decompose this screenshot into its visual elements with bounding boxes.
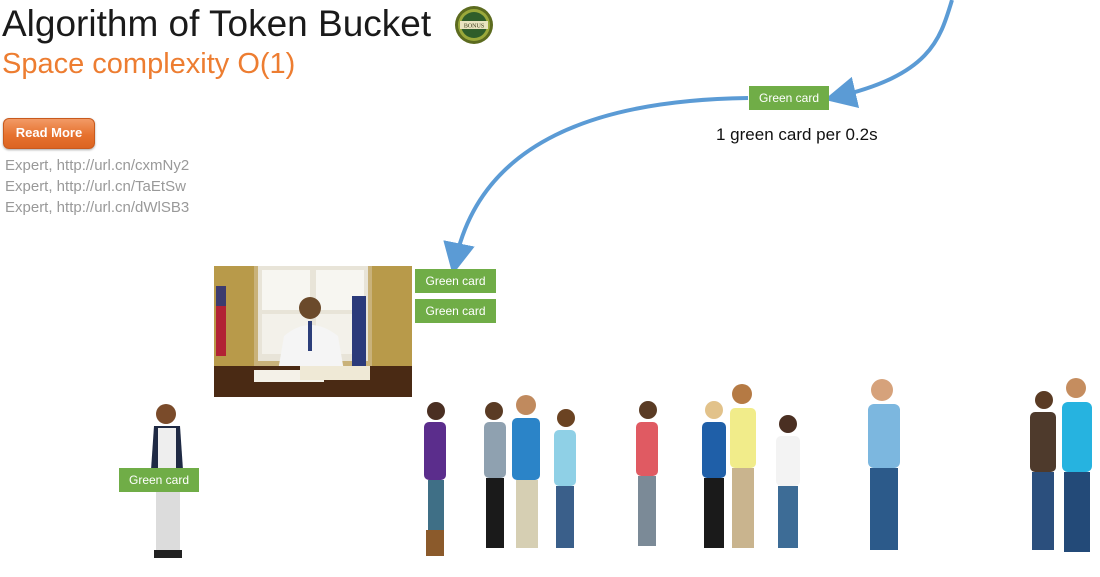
person-blue-shirt [512, 395, 540, 548]
read-more-button[interactable]: Read More [3, 118, 95, 149]
slide-title: Algorithm of Token Bucket [2, 3, 432, 44]
person-coral-top [636, 401, 658, 546]
green-card-held: Green card [119, 468, 199, 492]
bonus-badge-icon: BONUS [455, 6, 493, 44]
arrow-into-bucket [824, 0, 954, 109]
green-card-token-bucket-1: Green card [415, 269, 496, 293]
arrow-to-pool [443, 96, 749, 275]
person-yellow-shirt [730, 384, 756, 548]
reference-links: Expert, http://url.cn/cxmNy2 Expert, htt… [5, 155, 189, 218]
person-light-blue [554, 409, 576, 548]
reference-link-2[interactable]: Expert, http://url.cn/TaEtSw [5, 178, 186, 195]
reference-link-1[interactable]: Expert, http://url.cn/cxmNy2 [5, 157, 190, 174]
person-purple [424, 402, 446, 556]
token-rate-label: 1 green card per 0.2s [716, 125, 878, 144]
person-white-shirt [776, 415, 800, 548]
person-brown-top [1030, 391, 1056, 550]
green-card-token: Green card [749, 86, 829, 110]
person-blue-jacket [702, 401, 726, 548]
reference-link-3[interactable]: Expert, http://url.cn/dWlSB3 [5, 199, 190, 216]
slide-subtitle: Space complexity O(1) [2, 48, 296, 80]
person-grey-top [484, 402, 506, 548]
green-card-token-bucket-2: Green card [415, 299, 496, 323]
person-cyan-shirt [1062, 378, 1092, 552]
president-signing-photo [214, 266, 412, 397]
svg-text:BONUS: BONUS [464, 24, 484, 30]
person-bald-man [868, 379, 900, 550]
